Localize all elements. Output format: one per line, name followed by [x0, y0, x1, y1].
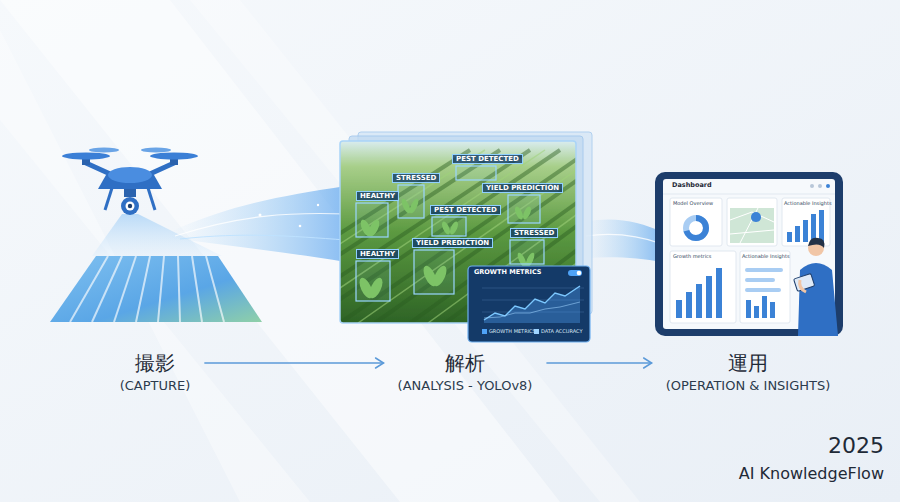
- inset-title: GROWTH METRICS: [474, 269, 542, 277]
- stage-subtitle: (OPERATION & INSIGHTS): [666, 378, 831, 394]
- legend-item: DATA ACCURACY: [534, 328, 583, 334]
- stage-subtitle: (ANALYSIS - YOLOv8): [398, 378, 533, 394]
- stage-label: 撮影 (CAPTURE): [114, 349, 197, 396]
- light-beams: [0, 0, 640, 502]
- flow-line: [546, 362, 651, 364]
- legend-swatch: [534, 329, 539, 334]
- analysis-image-panel: [200, 132, 770, 342]
- person-figure: [794, 238, 838, 336]
- detection-tag: YIELD PREDICTION: [412, 238, 493, 248]
- detection-tag: HEALTHY: [356, 249, 399, 259]
- flow-line: [204, 362, 383, 364]
- stage-title: 解析: [398, 351, 533, 375]
- card-title: Actionable Insights: [742, 253, 790, 259]
- dashboard-tablet: [655, 172, 843, 336]
- detection-tag: YIELD PREDICTION: [482, 183, 563, 193]
- detection-tag: STRESSED: [392, 173, 440, 183]
- stage-title: 運用: [666, 351, 831, 375]
- card-title: Actionable Insights: [784, 200, 832, 206]
- flow-arrow: [204, 358, 383, 368]
- arrowhead: [644, 358, 652, 368]
- detection-tag: PEST DETECTED: [452, 154, 523, 164]
- stage-label: 運用 (OPERATION & INSIGHTS): [660, 349, 837, 396]
- metrics-inset: [468, 266, 590, 342]
- card-title: Growth metrics: [673, 253, 711, 259]
- legend-swatch: [482, 329, 487, 334]
- card-title: Model Overview: [673, 200, 713, 206]
- detection-tag: PEST DETECTED: [430, 205, 501, 215]
- stage-subtitle: (CAPTURE): [120, 378, 191, 394]
- arrowhead: [376, 358, 384, 368]
- flow-arrow: [546, 358, 651, 368]
- legend-text: DATA ACCURACY: [541, 328, 583, 334]
- legend-text: GROWTH METRICS: [489, 328, 536, 334]
- detection-tag: HEALTHY: [356, 191, 399, 201]
- legend-item: GROWTH METRICS: [482, 328, 536, 334]
- detection-tag: STRESSED: [510, 228, 558, 238]
- brand-label: AI KnowledgeFlow: [739, 464, 884, 483]
- stage-label: 解析 (ANALYSIS - YOLOv8): [392, 349, 539, 396]
- stage-title: 撮影: [120, 351, 191, 375]
- dashboard-heading: Dashboard: [672, 182, 712, 190]
- year-label: 2025: [828, 433, 884, 459]
